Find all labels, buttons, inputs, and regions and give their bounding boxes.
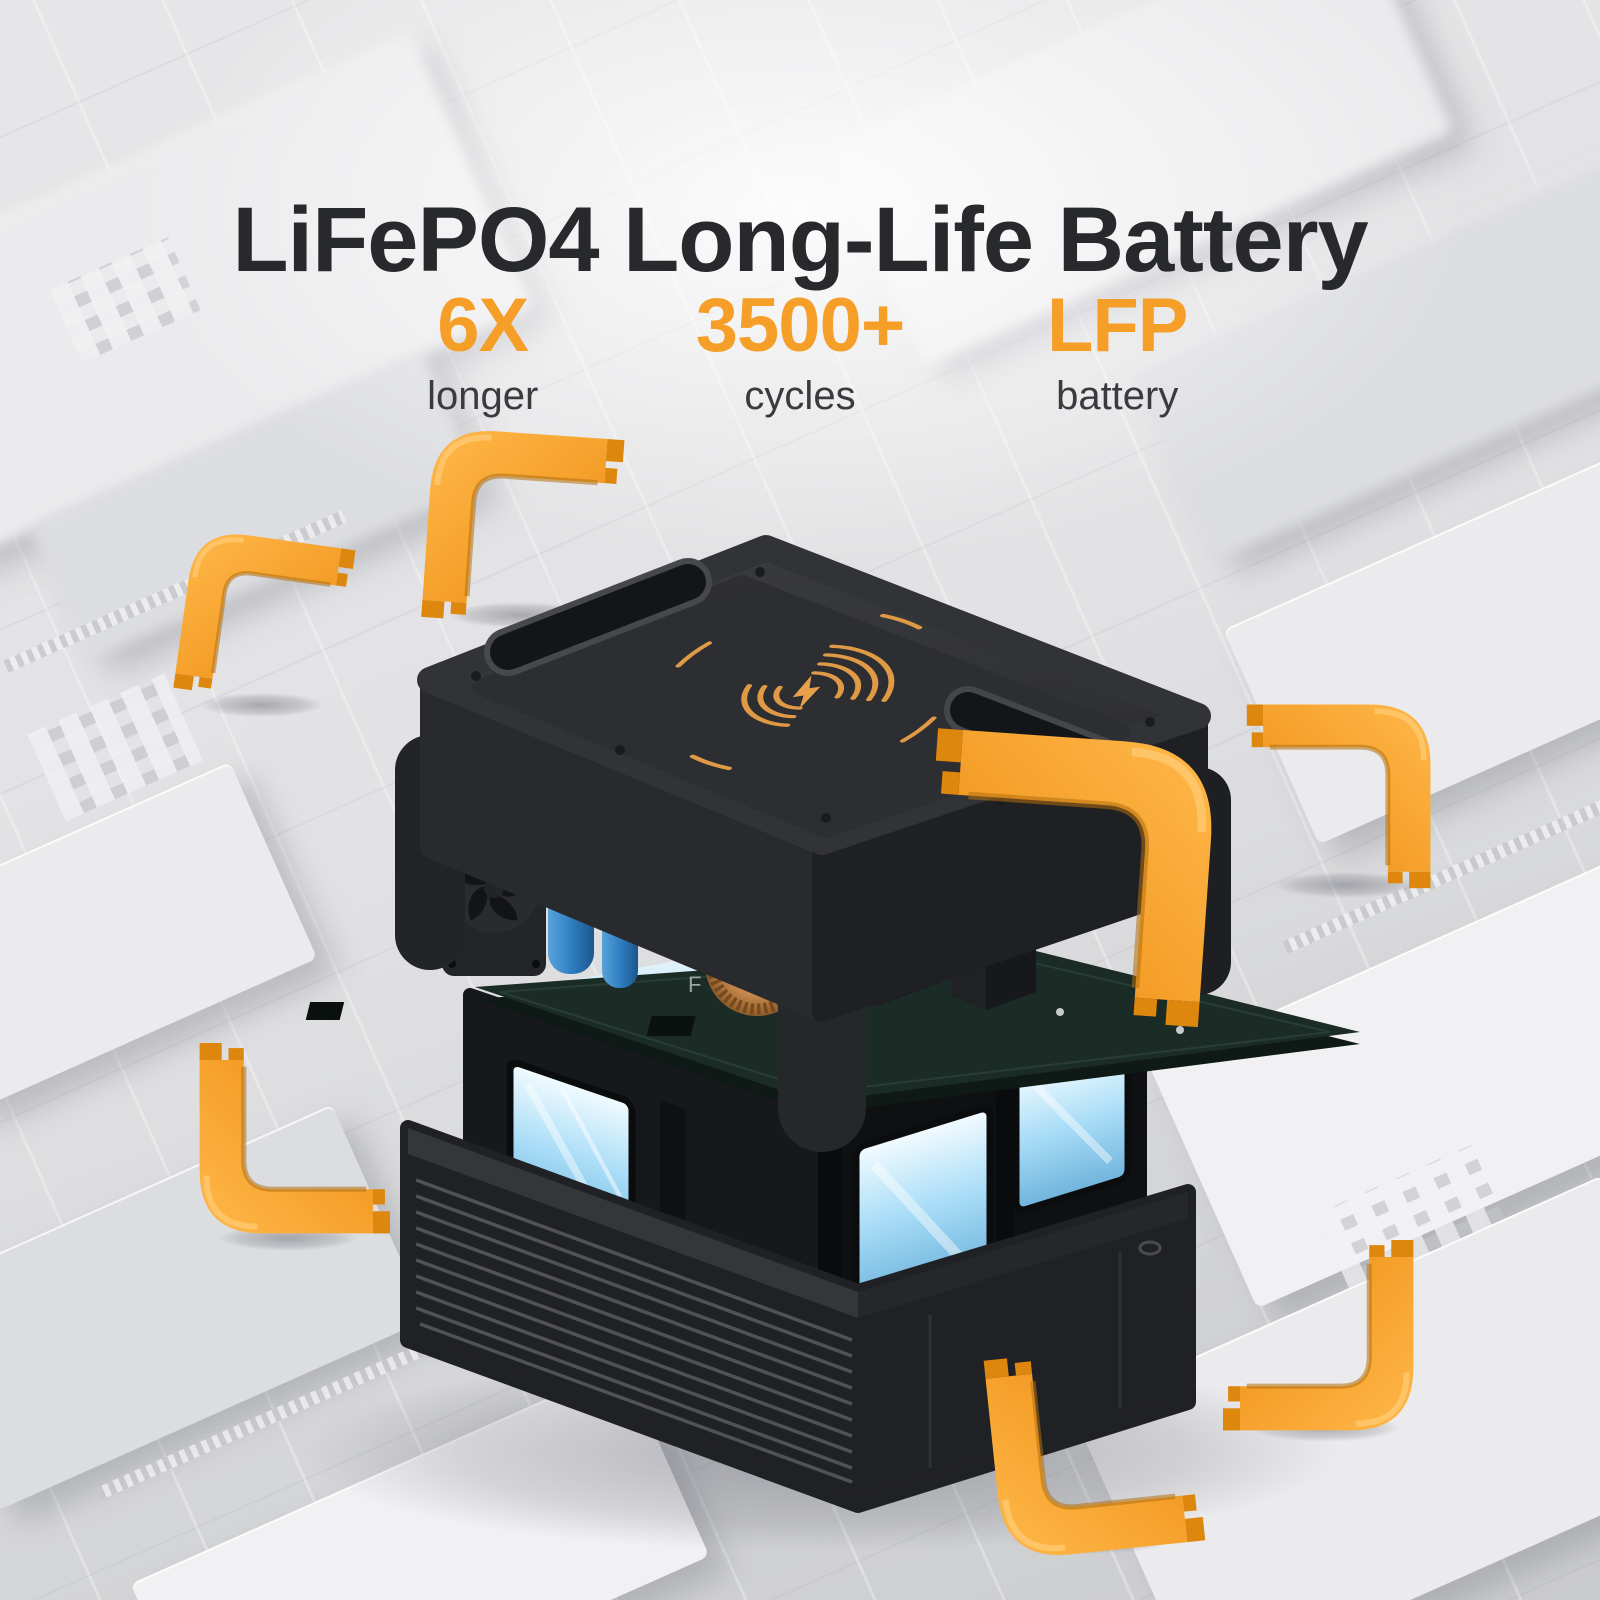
stat-cycles: 3500+ cycles — [695, 283, 905, 419]
stat-value-cycles: 3500+ — [695, 283, 905, 368]
stat-value-longer: 6X — [437, 283, 529, 368]
corner-bumper — [1247, 705, 1431, 889]
pcb-marking-label: F — [688, 972, 701, 997]
stat-value-battery: LFP — [1046, 283, 1189, 368]
stat-label-battery: battery — [1056, 374, 1179, 418]
base-ribs — [415, 1178, 853, 1484]
page-title: LiFePO4 Long-Life Battery — [232, 188, 1368, 291]
stat-label-longer: longer — [427, 374, 539, 418]
stat-label-cycles: cycles — [744, 374, 856, 418]
wireless-charging-icon — [675, 613, 937, 771]
stat-longer: 6X longer — [398, 288, 568, 419]
stats-row: 6X longer 3500+ cycles LFP battery — [398, 288, 1202, 419]
corner-bumper — [200, 1043, 390, 1233]
corner-bumper — [1223, 1240, 1413, 1430]
stat-battery: LFP battery — [1032, 288, 1202, 419]
corner-bumper — [173, 528, 355, 710]
